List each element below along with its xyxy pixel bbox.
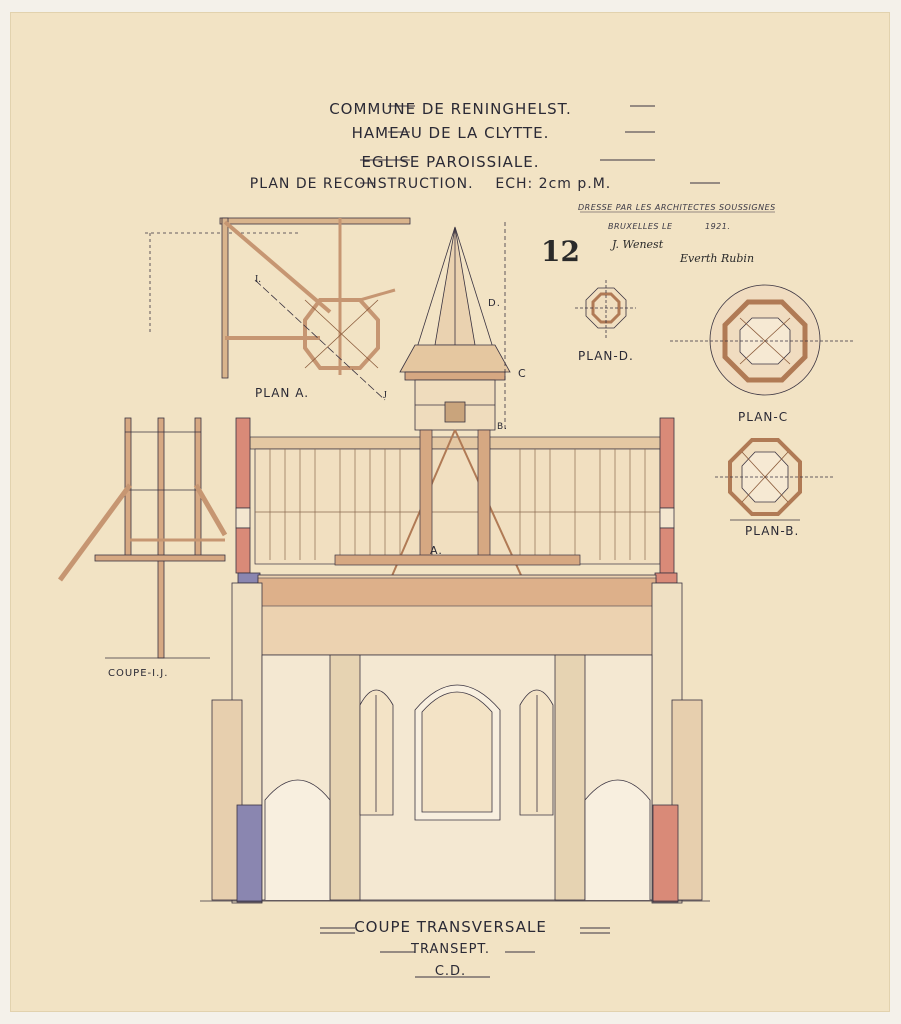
bottom-title-coupe: COUPE TRANSVERSALE xyxy=(354,918,547,936)
svg-text:J: J xyxy=(383,390,387,401)
spire-drawing xyxy=(399,222,511,431)
label-plan-d: PLAN-D. xyxy=(578,349,634,363)
plan-c-drawing xyxy=(670,284,855,396)
title-hameau: HAMEAU DE LA CLYTTE. xyxy=(351,124,550,142)
architect-date-year: 1921. xyxy=(705,222,731,231)
walls-drawing xyxy=(211,417,703,904)
plan-a-drawing: I. J xyxy=(145,217,411,401)
marker-a: A. xyxy=(430,544,443,557)
label-plan-c: PLAN-C xyxy=(738,410,789,424)
plan-b-drawing xyxy=(715,438,835,521)
architect-date-prefix: BRUXELLES LE xyxy=(608,222,673,231)
coupe-ij-drawing xyxy=(57,417,228,659)
bottom-title-cd: C.D. xyxy=(434,964,467,979)
title-plan-row: PLAN DE RECONSTRUCTION. ECH: 2cm p.M. xyxy=(0,176,881,192)
marker-c: C xyxy=(518,367,527,380)
title-scale: ECH: 2cm p.M. xyxy=(495,176,612,192)
label-coupe-ij: COUPE-I.J. xyxy=(108,668,169,679)
signature-1: J. Wenest xyxy=(612,238,664,251)
title-eglise: EGLISE PAROISSIALE. xyxy=(361,153,540,171)
plan-d-drawing xyxy=(575,280,636,338)
marker-b: B. xyxy=(497,422,509,432)
marker-d: D. xyxy=(488,298,501,309)
label-plan-b: PLAN-B. xyxy=(745,524,800,538)
title-plan: PLAN DE RECONSTRUCTION. xyxy=(249,176,474,192)
title-commune: COMMUNE DE RENINGHELST. xyxy=(329,100,572,118)
sheet-number: 12 xyxy=(541,235,580,268)
roof-truss-drawing xyxy=(249,429,666,651)
nave-arches-drawing xyxy=(200,654,710,902)
signature-2: Everth Rubin xyxy=(680,252,755,265)
svg-text:I.: I. xyxy=(255,274,261,285)
architect-note: DRESSE PAR LES ARCHITECTES SOUSSIGNES xyxy=(578,203,776,212)
bottom-title-transept: TRANSEPT. xyxy=(411,942,490,957)
label-plan-a: PLAN A. xyxy=(255,386,310,400)
